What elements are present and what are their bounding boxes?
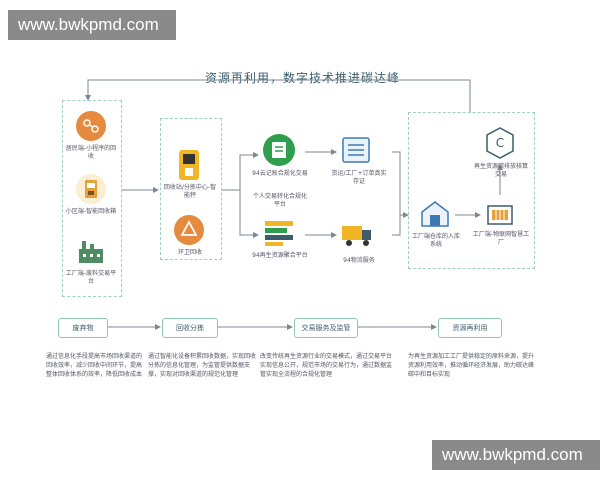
middle-label-1: 货运/工厂+订单真实存证: [331, 170, 387, 185]
source-label-1: 居民端-小程序的回收: [65, 145, 117, 160]
source-label-2: 小区端-智能回收箱: [65, 208, 117, 215]
step-trade-supervision: 交易服务及监管: [294, 318, 358, 338]
recycle-bin-icon: [76, 174, 106, 204]
sources-frame: [62, 100, 122, 297]
recycle-triangle-icon: [174, 215, 204, 245]
svg-text:C: C: [496, 136, 504, 150]
smart-factory-icon: [487, 205, 513, 225]
source-label-3: 工厂端-废料交易平台: [65, 270, 117, 285]
carbon-c-icon: C: [486, 127, 514, 159]
trade-label-3: 94再生资源聚合平台: [252, 252, 308, 259]
factory-label-1: 再生资源碳排放核算交易: [473, 163, 528, 178]
watermark-top: www.bwkpmd.com: [8, 10, 176, 40]
step-recycle-sort: 回收分拣: [162, 318, 218, 338]
paragraph-trade-supervision: 改变传统再生资源行业的交易模式，通过交易平台实现信息公开，规范市场的交易行为，通…: [260, 353, 393, 378]
factory-label-3: 工厂端-物联网智慧工厂: [472, 231, 530, 246]
warehouse-icon: [421, 201, 449, 227]
ledger-icon: [263, 134, 295, 166]
trade-label-1: 94云记账合规化交易: [252, 170, 308, 177]
factory-frame: [408, 112, 535, 269]
paragraph-reuse: 为再生资源加工工厂提供稳定的原料来源，提升资源利用效率，推动循环经济发展，助力碳…: [408, 353, 535, 378]
step-reuse: 资源再利用: [438, 318, 502, 338]
middle-label-2: 94物流服务: [343, 257, 375, 264]
collection-label-2: 环卫回收: [177, 249, 202, 256]
diagram-title: 资源再利用，数字技术推进碳达峰: [204, 71, 400, 85]
factory-label-2: 工厂端仓库的入库系统: [411, 233, 460, 248]
factory-icon: [79, 241, 103, 263]
stack-icon: [265, 221, 293, 246]
collection-label-1: 回收站/分拣中心-智能秤: [163, 184, 217, 199]
watermark-bottom: www.bwkpmd.com: [432, 440, 600, 470]
paragraph-waste: 通过信息化手段提高市场回收渠道的回收效率，减少回收中间环节，提高整体回收体系的效…: [46, 353, 143, 378]
truck-icon: [342, 226, 371, 246]
checklist-icon: [342, 137, 370, 163]
step-waste: 废弃物: [58, 318, 108, 338]
trade-label-2: 个人交易转化合规化平台: [252, 193, 307, 208]
recycle-app-icon: [76, 111, 106, 141]
collection-frame: [160, 118, 222, 260]
paragraph-recycle-sort: 通过智能化设备积累回收数据，实现回收分拣的信息化管理，为监管提供数据支撑，实现对…: [148, 353, 257, 378]
smart-scale-icon: [179, 150, 199, 180]
